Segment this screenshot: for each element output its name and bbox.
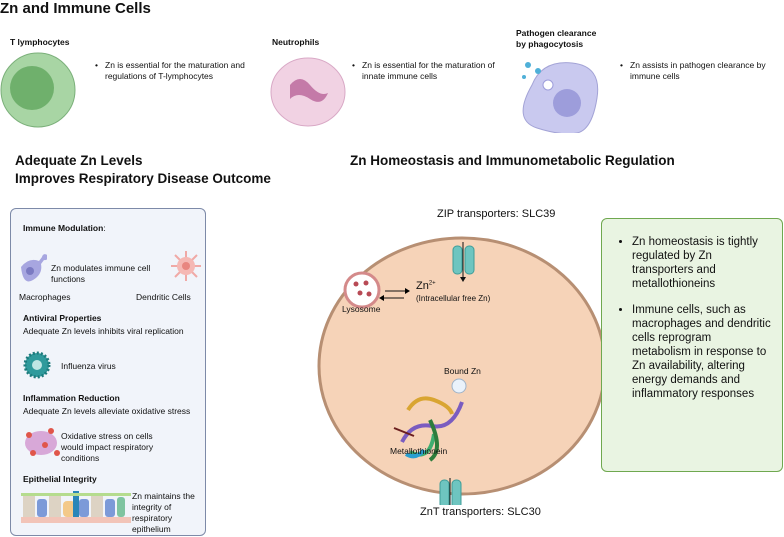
t-lymphocytes-label: T lymphocytes — [10, 37, 70, 47]
dendritic-cell-icon — [171, 251, 201, 281]
macrophage-icon — [21, 254, 47, 282]
neutrophil-icon — [270, 57, 346, 127]
epithelial-heading: Epithelial Integrity — [23, 474, 97, 484]
bound-zn-label: Bound Zn — [444, 366, 481, 376]
zn-text: Zn — [416, 280, 429, 292]
immune-heading-colon: : — [103, 223, 106, 233]
znt-transporter-label: ZnT transporters: SLC30 — [420, 506, 541, 518]
znt-transporter-icon — [439, 478, 462, 505]
antiviral-heading: Antiviral Properties — [23, 313, 102, 323]
lysosome-label: Lysosome — [342, 304, 381, 314]
summary-point: Zn homeostasis is tightly regulated by Z… — [632, 235, 772, 291]
bound-zn-icon — [451, 378, 467, 394]
immune-modulation-heading: Immune Modulation: — [23, 223, 106, 234]
page-title: Zn and Immune Cells — [0, 0, 151, 17]
oxidative-stress-text: Oxidative stress on cells would impact r… — [61, 431, 154, 463]
phagocytosis-text: Zn assists in pathogen clearance by immu… — [620, 60, 775, 82]
summary-point: Immune cells, such as macrophages and de… — [632, 303, 772, 401]
zn-benefits-panel: Immune Modulation: Zn modulates immune c… — [10, 208, 206, 536]
t-lymphocytes-text: Zn is essential for the maturation and r… — [95, 60, 255, 82]
phagocytosis-label: Pathogen clearance by phagocytosis — [516, 28, 597, 49]
inflammation-heading: Inflammation Reduction — [23, 393, 120, 403]
neutrophils-text: Zn is essential for the maturation of in… — [352, 60, 507, 82]
antiviral-text: Adequate Zn levels inhibits viral replic… — [23, 326, 184, 336]
immune-modulation-text: Zn modulates immune cell functions — [51, 263, 151, 284]
neutrophils-label: Neutrophils — [272, 37, 320, 47]
t-lymphocyte-icon — [0, 52, 76, 128]
oxidative-stress-icon — [25, 428, 60, 456]
zip-transporter-label: ZIP transporters: SLC39 — [437, 208, 556, 220]
zn-ion-label: Zn2+ — [416, 280, 436, 292]
left-title-line2: Improves Respiratory Disease Outcome — [15, 171, 271, 186]
respiratory-epithelium-icon — [21, 491, 131, 523]
immune-heading-text: Immune Modulation — [23, 223, 104, 233]
influenza-virus-icon — [23, 351, 51, 379]
right-section-title: Zn Homeostasis and Immunometabolic Regul… — [350, 153, 675, 168]
metallothionein-icon — [393, 396, 464, 462]
dendritic-cells-label: Dendritic Cells — [136, 292, 191, 302]
inflammation-text: Adequate Zn levels alleviate oxidative s… — [23, 406, 191, 416]
exchange-arrows-icon — [379, 288, 410, 301]
homeostasis-summary-panel: Zn homeostasis is tightly regulated by Z… — [601, 218, 783, 472]
zip-transporter-icon — [452, 242, 475, 282]
epithelial-text: Zn maintains the integrity of respirator… — [132, 491, 195, 534]
metallothionein-label: Metallothionein — [390, 446, 448, 456]
left-title-line1: Adequate Zn Levels — [15, 153, 143, 168]
macrophages-label: Macrophages — [19, 292, 71, 302]
lysosome-icon — [343, 271, 381, 309]
zn-charge: 2+ — [428, 280, 436, 287]
free-zn-label: (Intracellular free Zn) — [416, 294, 491, 303]
phagocyte-icon — [522, 62, 599, 133]
influenza-label: Influenza virus — [61, 361, 116, 371]
cell-diagram — [317, 236, 607, 505]
